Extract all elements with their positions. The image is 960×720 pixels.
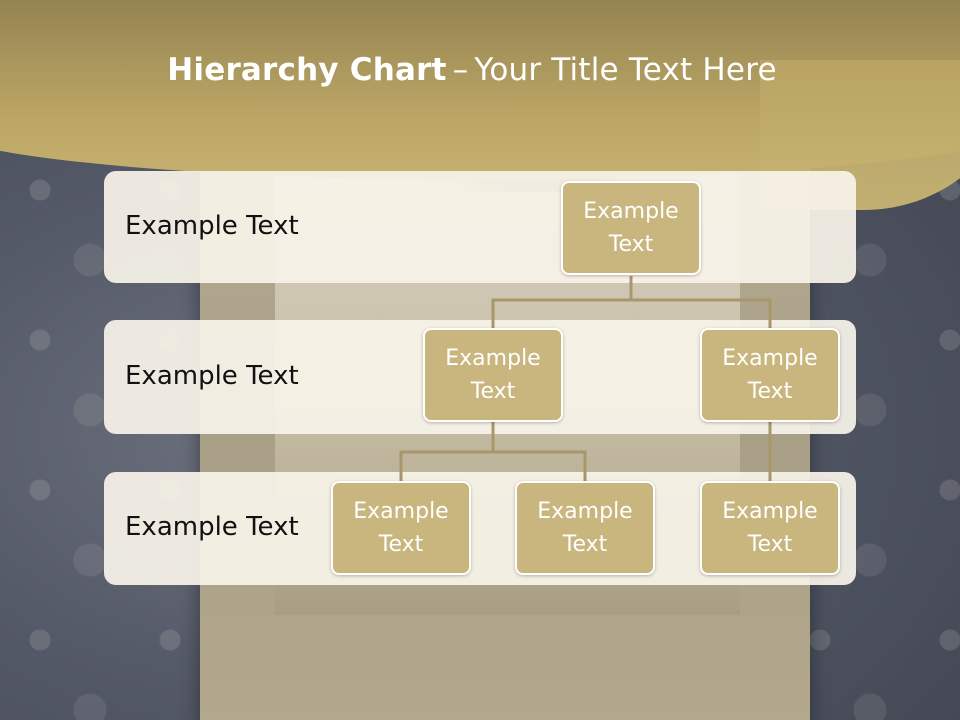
- title-dash: –: [452, 52, 469, 88]
- node-level3-2[interactable]: Example Text: [515, 481, 655, 575]
- node-root[interactable]: Example Text: [561, 181, 701, 275]
- node-level3-1[interactable]: Example Text: [331, 481, 471, 575]
- title-rest: Your Title Text Here: [474, 52, 777, 88]
- row-label-2: Example Text: [125, 361, 299, 391]
- title-bold-part: Hierarchy Chart: [167, 52, 447, 88]
- row-label-1: Example Text: [125, 211, 299, 241]
- node-level3-3-label: Example Text: [722, 499, 818, 557]
- row-label-3: Example Text: [125, 512, 299, 542]
- connector-left-to-child-1: [399, 422, 495, 482]
- node-level2-left[interactable]: Example Text: [423, 328, 563, 422]
- slide-title[interactable]: Hierarchy Chart–Your Title Text Here: [0, 52, 944, 88]
- connector-root-to-left: [491, 276, 633, 330]
- node-root-label: Example Text: [583, 199, 679, 257]
- node-level3-3[interactable]: Example Text: [700, 481, 840, 575]
- node-level2-right-label: Example Text: [722, 346, 818, 404]
- connector-root-to-right: [631, 298, 772, 330]
- level-row-1[interactable]: Example Text: [104, 171, 856, 283]
- node-level2-right[interactable]: Example Text: [700, 328, 840, 422]
- node-level2-left-label: Example Text: [445, 346, 541, 404]
- node-level3-2-label: Example Text: [537, 499, 633, 557]
- connector-left-to-child-2: [493, 450, 587, 482]
- node-level3-1-label: Example Text: [353, 499, 449, 557]
